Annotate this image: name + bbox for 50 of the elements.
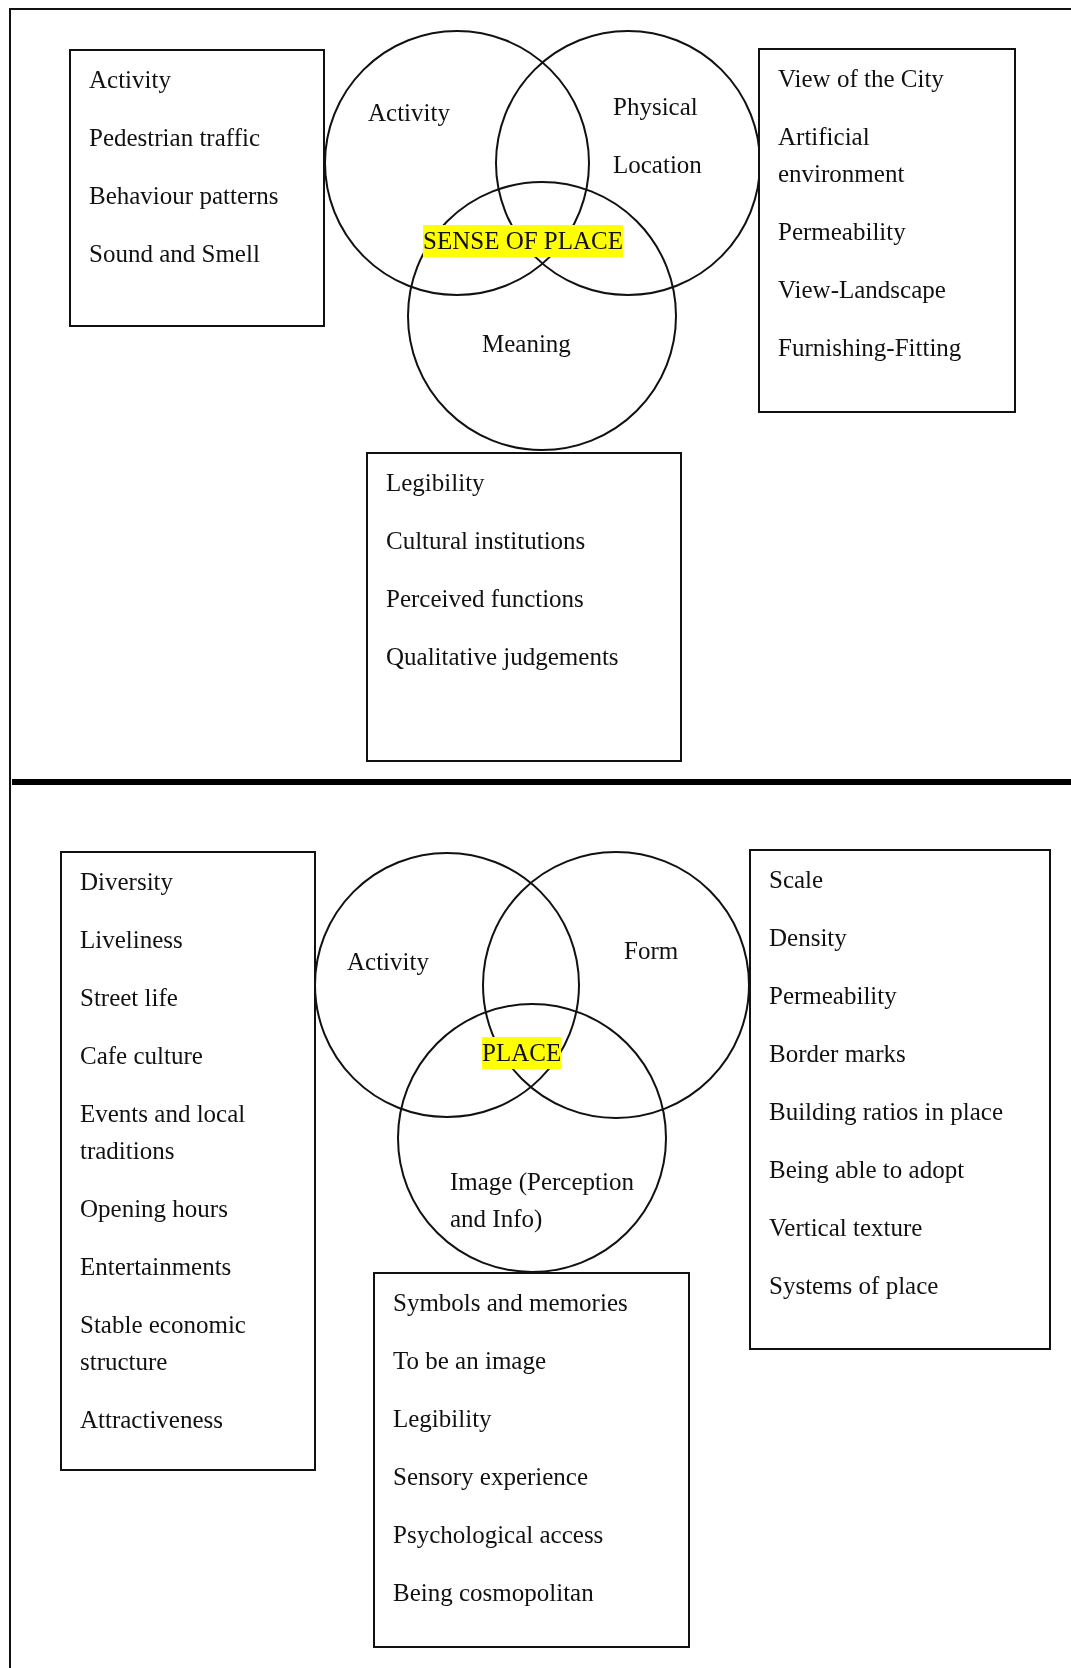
list-item: Entertainments bbox=[80, 1252, 233, 1282]
list-item: Stable economic structure bbox=[80, 1310, 247, 1377]
list-box bbox=[749, 849, 1051, 1350]
list-box bbox=[758, 48, 1016, 413]
list-box bbox=[69, 49, 325, 327]
list-box bbox=[366, 452, 682, 762]
circle-label: Image (Perception and Info) bbox=[450, 1167, 635, 1234]
list-item: Pedestrian traffic bbox=[89, 123, 261, 153]
list-item: Liveliness bbox=[80, 925, 184, 955]
list-item: To be an image bbox=[393, 1346, 548, 1376]
list-item: Artificial environment bbox=[778, 122, 906, 189]
list-box bbox=[373, 1272, 690, 1648]
list-item: Being able to adopt bbox=[769, 1155, 966, 1185]
list-item: Furnishing-Fitting bbox=[778, 333, 963, 363]
list-item: Opening hours bbox=[80, 1194, 229, 1224]
list-item: Building ratios in place bbox=[769, 1097, 1004, 1127]
list-item: Scale bbox=[769, 865, 825, 895]
list-box bbox=[60, 851, 316, 1471]
list-item: Cultural institutions bbox=[386, 526, 587, 556]
list-item: Sound and Smell bbox=[89, 239, 261, 269]
list-item: Behaviour patterns bbox=[89, 181, 280, 211]
list-item: Border marks bbox=[769, 1039, 907, 1069]
list-item: Cafe culture bbox=[80, 1041, 204, 1071]
list-item: Activity bbox=[89, 65, 172, 95]
list-item: Qualitative judgements bbox=[386, 642, 620, 672]
list-item: Permeability bbox=[769, 981, 898, 1011]
list-item: Systems of place bbox=[769, 1271, 940, 1301]
circle-label: Activity bbox=[347, 947, 429, 977]
list-item: Symbols and memories bbox=[393, 1288, 629, 1318]
circle-label: Form bbox=[624, 936, 679, 966]
list-item: Events and local traditions bbox=[80, 1099, 247, 1166]
list-item: Legibility bbox=[386, 468, 486, 498]
list-item: Sensory experience bbox=[393, 1462, 590, 1492]
list-item: Vertical texture bbox=[769, 1213, 924, 1243]
highlighted-label: SENSE OF PLACE bbox=[423, 225, 624, 257]
list-item: View-Landscape bbox=[778, 275, 947, 305]
list-item: Density bbox=[769, 923, 848, 953]
list-item: Perceived functions bbox=[386, 584, 585, 614]
list-item: View of the City bbox=[778, 64, 945, 94]
circle-label: Activity bbox=[368, 98, 450, 128]
list-item: Street life bbox=[80, 983, 179, 1013]
circle-label: Physical Location bbox=[613, 92, 703, 180]
circle-label: Meaning bbox=[482, 329, 571, 359]
list-item: Permeability bbox=[778, 217, 907, 247]
list-item: Legibility bbox=[393, 1404, 493, 1434]
list-item: Being cosmopolitan bbox=[393, 1578, 595, 1608]
list-item: Psychological access bbox=[393, 1520, 605, 1550]
list-item: Diversity bbox=[80, 867, 175, 897]
list-item: Attractiveness bbox=[80, 1405, 224, 1435]
highlighted-label: PLACE bbox=[482, 1037, 562, 1069]
